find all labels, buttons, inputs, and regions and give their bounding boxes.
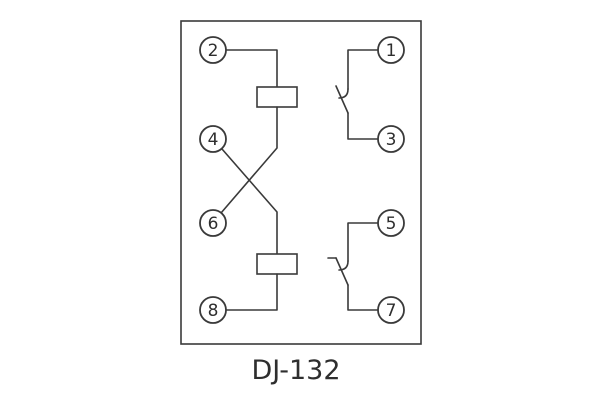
terminal-4-circle [199, 125, 227, 153]
wire-terminal2-to-coil-top [225, 49, 278, 88]
coil-top [256, 86, 298, 108]
contact-bottom-fixed-hook [338, 260, 349, 271]
terminal-2-label: 2 [208, 41, 219, 61]
terminal-6-circle [199, 209, 227, 237]
wire-coil-top-to-terminal6 [220, 106, 278, 214]
terminal-4-label: 4 [208, 130, 219, 150]
wire-terminal4-to-coil-bottom [221, 148, 278, 255]
wire-coil-bottom-to-terminal8 [225, 273, 278, 311]
terminal-8-circle [199, 296, 227, 324]
wire-terminal7-lead [347, 284, 379, 311]
contact-top-blade [335, 85, 349, 114]
terminal-6-label: 6 [208, 214, 219, 234]
terminal-1-circle [377, 36, 405, 64]
model-label: DJ-132 [251, 355, 340, 386]
terminal-5-circle [377, 209, 405, 237]
wire-terminal1-lead [347, 49, 379, 90]
terminal-5-label: 5 [386, 214, 397, 234]
terminal-1-label: 1 [386, 41, 397, 61]
terminal-3-label: 3 [386, 130, 397, 150]
terminal-2-circle [199, 36, 227, 64]
contact-top-fixed-hook [338, 88, 349, 99]
terminal-7-label: 7 [386, 301, 397, 321]
contact-bottom-blade [335, 257, 349, 286]
relay-case-outline [180, 20, 422, 345]
terminal-7-circle [377, 296, 405, 324]
wire-terminal5-lead [347, 222, 379, 262]
wire-terminal3-lead [347, 112, 379, 140]
terminal-3-circle [377, 125, 405, 153]
coil-bottom [256, 253, 298, 275]
terminal-8-label: 8 [208, 301, 219, 321]
